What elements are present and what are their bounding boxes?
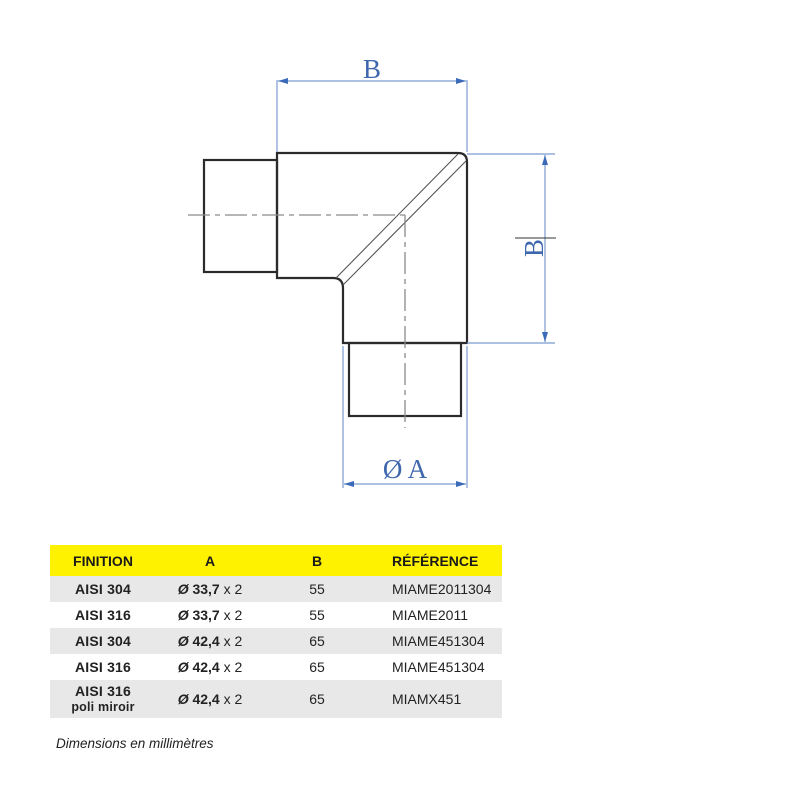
specifications-table: FINITION A B RÉFÉRENCE AISI 304 Ø 33,7 x…	[50, 545, 502, 718]
cell-reference: MIAMX451	[370, 680, 502, 718]
table-row: AISI 316 Ø 33,7 x 2 55 MIAME2011	[50, 602, 502, 628]
center-lines	[188, 214, 406, 428]
cell-a: Ø 42,4 x 2	[156, 680, 264, 718]
left-pipe-stub	[202, 158, 279, 274]
cell-finition: AISI 304	[50, 576, 156, 602]
dimension-label-diameter-a: Ø A	[383, 454, 428, 484]
cell-a: Ø 33,7 x 2	[177, 607, 243, 623]
dimension-label-top-b: B	[363, 54, 381, 84]
header-b: B	[264, 545, 370, 576]
cell-b: 55	[309, 607, 325, 623]
dimension-top-b	[276, 78, 468, 152]
cell-b: 65	[264, 680, 370, 718]
elbow-technical-drawing: B B Ø A	[188, 54, 556, 488]
dimension-label-right-b: B	[519, 239, 549, 257]
cell-b: 55	[264, 576, 370, 602]
cell-b: 65	[264, 628, 370, 654]
dimensions-footnote: Dimensions en millimètres	[56, 736, 214, 751]
elbow-body-outline	[275, 151, 469, 345]
diameter-icon: Ø	[177, 607, 189, 623]
diameter-icon: Ø	[177, 659, 189, 675]
table-row: AISI 304 Ø 42,4 x 2 65 MIAME451304	[50, 628, 502, 654]
dimension-bottom-diameter-a	[342, 346, 468, 488]
table-row: AISI 316 Ø 42,4 x 2 65 MIAME451304	[50, 654, 502, 680]
cell-a: Ø 33,7 x 2	[156, 576, 264, 602]
diameter-icon: Ø	[177, 633, 189, 649]
header-a: A	[156, 545, 264, 576]
cell-a: Ø 42,4 x 2	[156, 628, 264, 654]
diameter-icon: Ø	[177, 691, 189, 707]
cell-finition: AISI 304	[50, 628, 156, 654]
finition-subtitle: poli miroir	[71, 700, 135, 714]
header-reference: RÉFÉRENCE	[370, 545, 502, 576]
cell-a: Ø 42,4 x 2	[177, 659, 243, 675]
dimension-right-b	[467, 153, 556, 344]
cell-finition: AISI 316	[74, 606, 132, 623]
cell-reference: MIAME2011304	[370, 576, 502, 602]
diameter-icon: Ø	[177, 581, 189, 597]
cell-b: 65	[309, 659, 325, 675]
cell-reference: MIAME451304	[370, 628, 502, 654]
cell-reference: MIAME451304	[392, 659, 485, 675]
table-row: AISI 304 Ø 33,7 x 2 55 MIAME2011304	[50, 576, 502, 602]
cell-reference: MIAME2011	[392, 607, 468, 623]
table-header-row: FINITION A B RÉFÉRENCE	[50, 545, 502, 576]
weld-seam-lines	[335, 153, 467, 286]
header-finition: FINITION	[50, 545, 156, 576]
cell-finition: AISI 316	[74, 658, 132, 675]
